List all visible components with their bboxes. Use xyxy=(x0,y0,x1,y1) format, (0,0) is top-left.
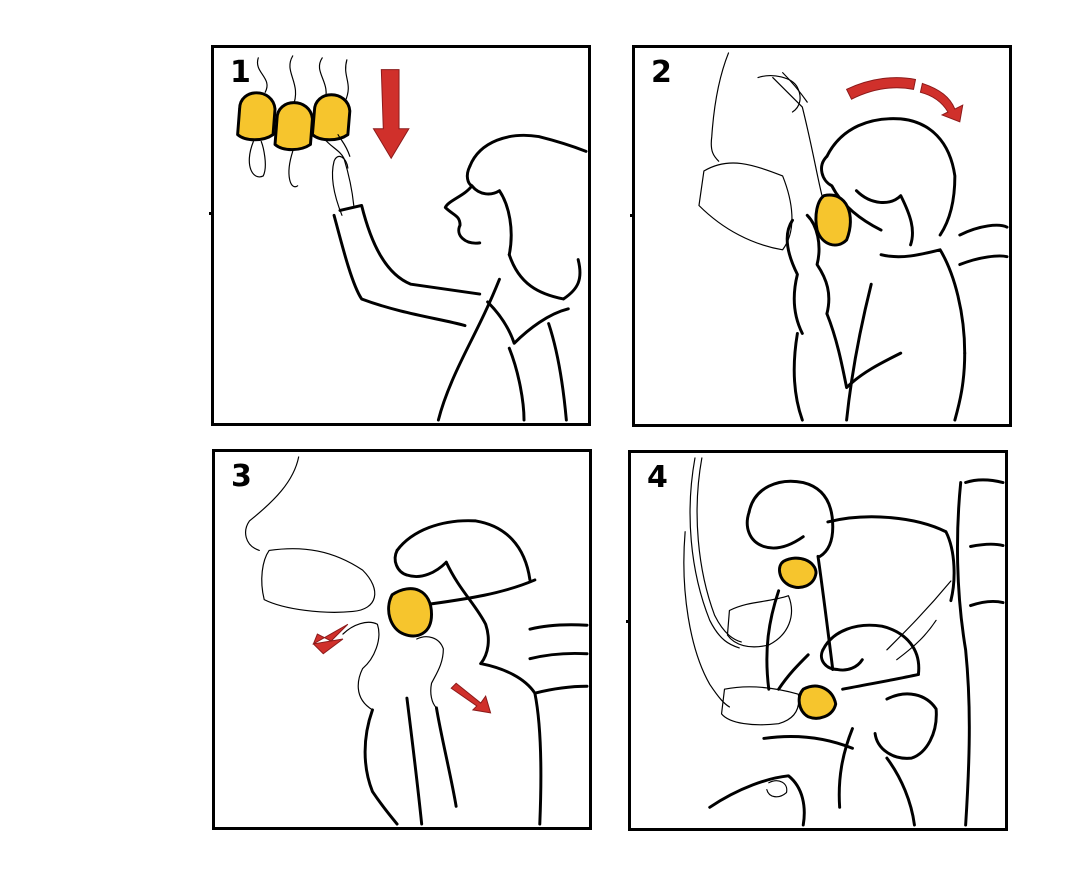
child-body-outline xyxy=(887,758,915,825)
adult-lap-outline xyxy=(710,776,805,825)
body-outline xyxy=(407,698,422,824)
oxygen-mask-icon xyxy=(799,686,836,718)
seat-outline xyxy=(971,544,1003,546)
hand-outline xyxy=(324,139,354,206)
tube-line xyxy=(257,58,267,92)
step-2-illustration xyxy=(635,48,1009,424)
stray-mark xyxy=(209,212,212,215)
oxygen-mask-icon xyxy=(312,95,349,140)
strap-line xyxy=(427,580,535,605)
tube-line xyxy=(711,53,728,161)
tube-line xyxy=(290,56,296,107)
hair-outline xyxy=(509,255,580,299)
adult-body-outline xyxy=(818,556,833,669)
reservoir-bag xyxy=(722,687,799,725)
down-arrow-icon xyxy=(373,70,408,159)
hand-outline xyxy=(758,76,800,112)
tube-line xyxy=(246,457,299,551)
head-outline xyxy=(397,521,530,580)
body-outline xyxy=(847,284,872,420)
tube-line xyxy=(249,142,265,177)
child-arm-outline xyxy=(764,736,853,748)
adult-arm-outline xyxy=(779,655,809,689)
step-2-panel: 2 xyxy=(632,45,1012,427)
arm-outline xyxy=(436,708,456,806)
collar-outline xyxy=(488,302,569,343)
reservoir-bag xyxy=(699,163,792,250)
tube-line xyxy=(345,60,348,102)
step-number: 1 xyxy=(230,58,251,88)
tube-line xyxy=(697,458,741,642)
step-number: 4 xyxy=(647,463,668,493)
child-body-outline xyxy=(839,729,852,808)
reservoir-bag xyxy=(262,549,375,613)
oxygen-mask-icon xyxy=(389,589,432,636)
body-outline xyxy=(509,348,524,420)
pull-arrow-icon xyxy=(451,683,490,713)
child-hand-outline xyxy=(767,781,787,797)
arm-outline xyxy=(794,333,802,420)
tube-line xyxy=(684,532,730,707)
strap-line xyxy=(783,73,808,103)
body-outline xyxy=(955,353,965,420)
strap-line xyxy=(773,78,822,196)
face-outline xyxy=(446,562,488,663)
seat-outline xyxy=(828,517,954,601)
oxygen-mask-icon xyxy=(779,558,816,587)
strap-line xyxy=(843,674,919,689)
seat-outline xyxy=(530,653,587,658)
oxygen-mask-icon xyxy=(238,93,275,140)
seat-outline xyxy=(966,480,1003,483)
step-4-illustration xyxy=(631,453,1005,828)
seat-outline xyxy=(957,483,969,826)
child-ear-outline xyxy=(875,694,936,758)
oxygen-mask-icon xyxy=(275,103,312,150)
stray-mark xyxy=(626,620,629,623)
body-outline xyxy=(438,279,499,420)
step-number: 3 xyxy=(231,462,252,492)
seat-outline xyxy=(960,225,1007,235)
body-outline xyxy=(481,664,541,824)
tube-line xyxy=(690,458,739,648)
arm-outline xyxy=(365,710,397,824)
step-1-illustration xyxy=(214,48,588,423)
tube-line xyxy=(289,151,298,186)
step-3-illustration xyxy=(215,452,589,827)
step-4-panel: 4 xyxy=(628,450,1008,831)
arm-outline xyxy=(334,215,465,325)
step-number: 2 xyxy=(651,58,672,88)
body-outline xyxy=(881,250,965,353)
stray-mark xyxy=(630,214,633,217)
seat-outline xyxy=(971,601,1003,605)
child-hair-outline xyxy=(821,650,862,670)
step-1-panel: 1 xyxy=(211,45,591,426)
face-outline xyxy=(445,166,479,243)
hair-outline xyxy=(395,550,446,576)
reservoir-bag xyxy=(727,596,791,647)
seat-outline xyxy=(960,256,1007,265)
seat-outline xyxy=(535,686,587,693)
pull-arrow-icon xyxy=(313,624,347,654)
oxygen-mask-icon xyxy=(816,195,850,245)
adult-hair-outline xyxy=(747,512,803,548)
curved-arrow-icon xyxy=(920,83,962,121)
hair-outline xyxy=(856,191,912,245)
body-outline xyxy=(549,324,567,420)
adult-hand-outline xyxy=(887,581,951,650)
arm-outline xyxy=(827,314,901,388)
hand-outline xyxy=(417,637,444,708)
hand-outline xyxy=(343,622,379,710)
head-outline xyxy=(470,135,586,166)
curved-arrow-icon xyxy=(847,78,916,100)
step-3-panel: 3 xyxy=(212,449,592,830)
seat-outline xyxy=(530,625,587,629)
